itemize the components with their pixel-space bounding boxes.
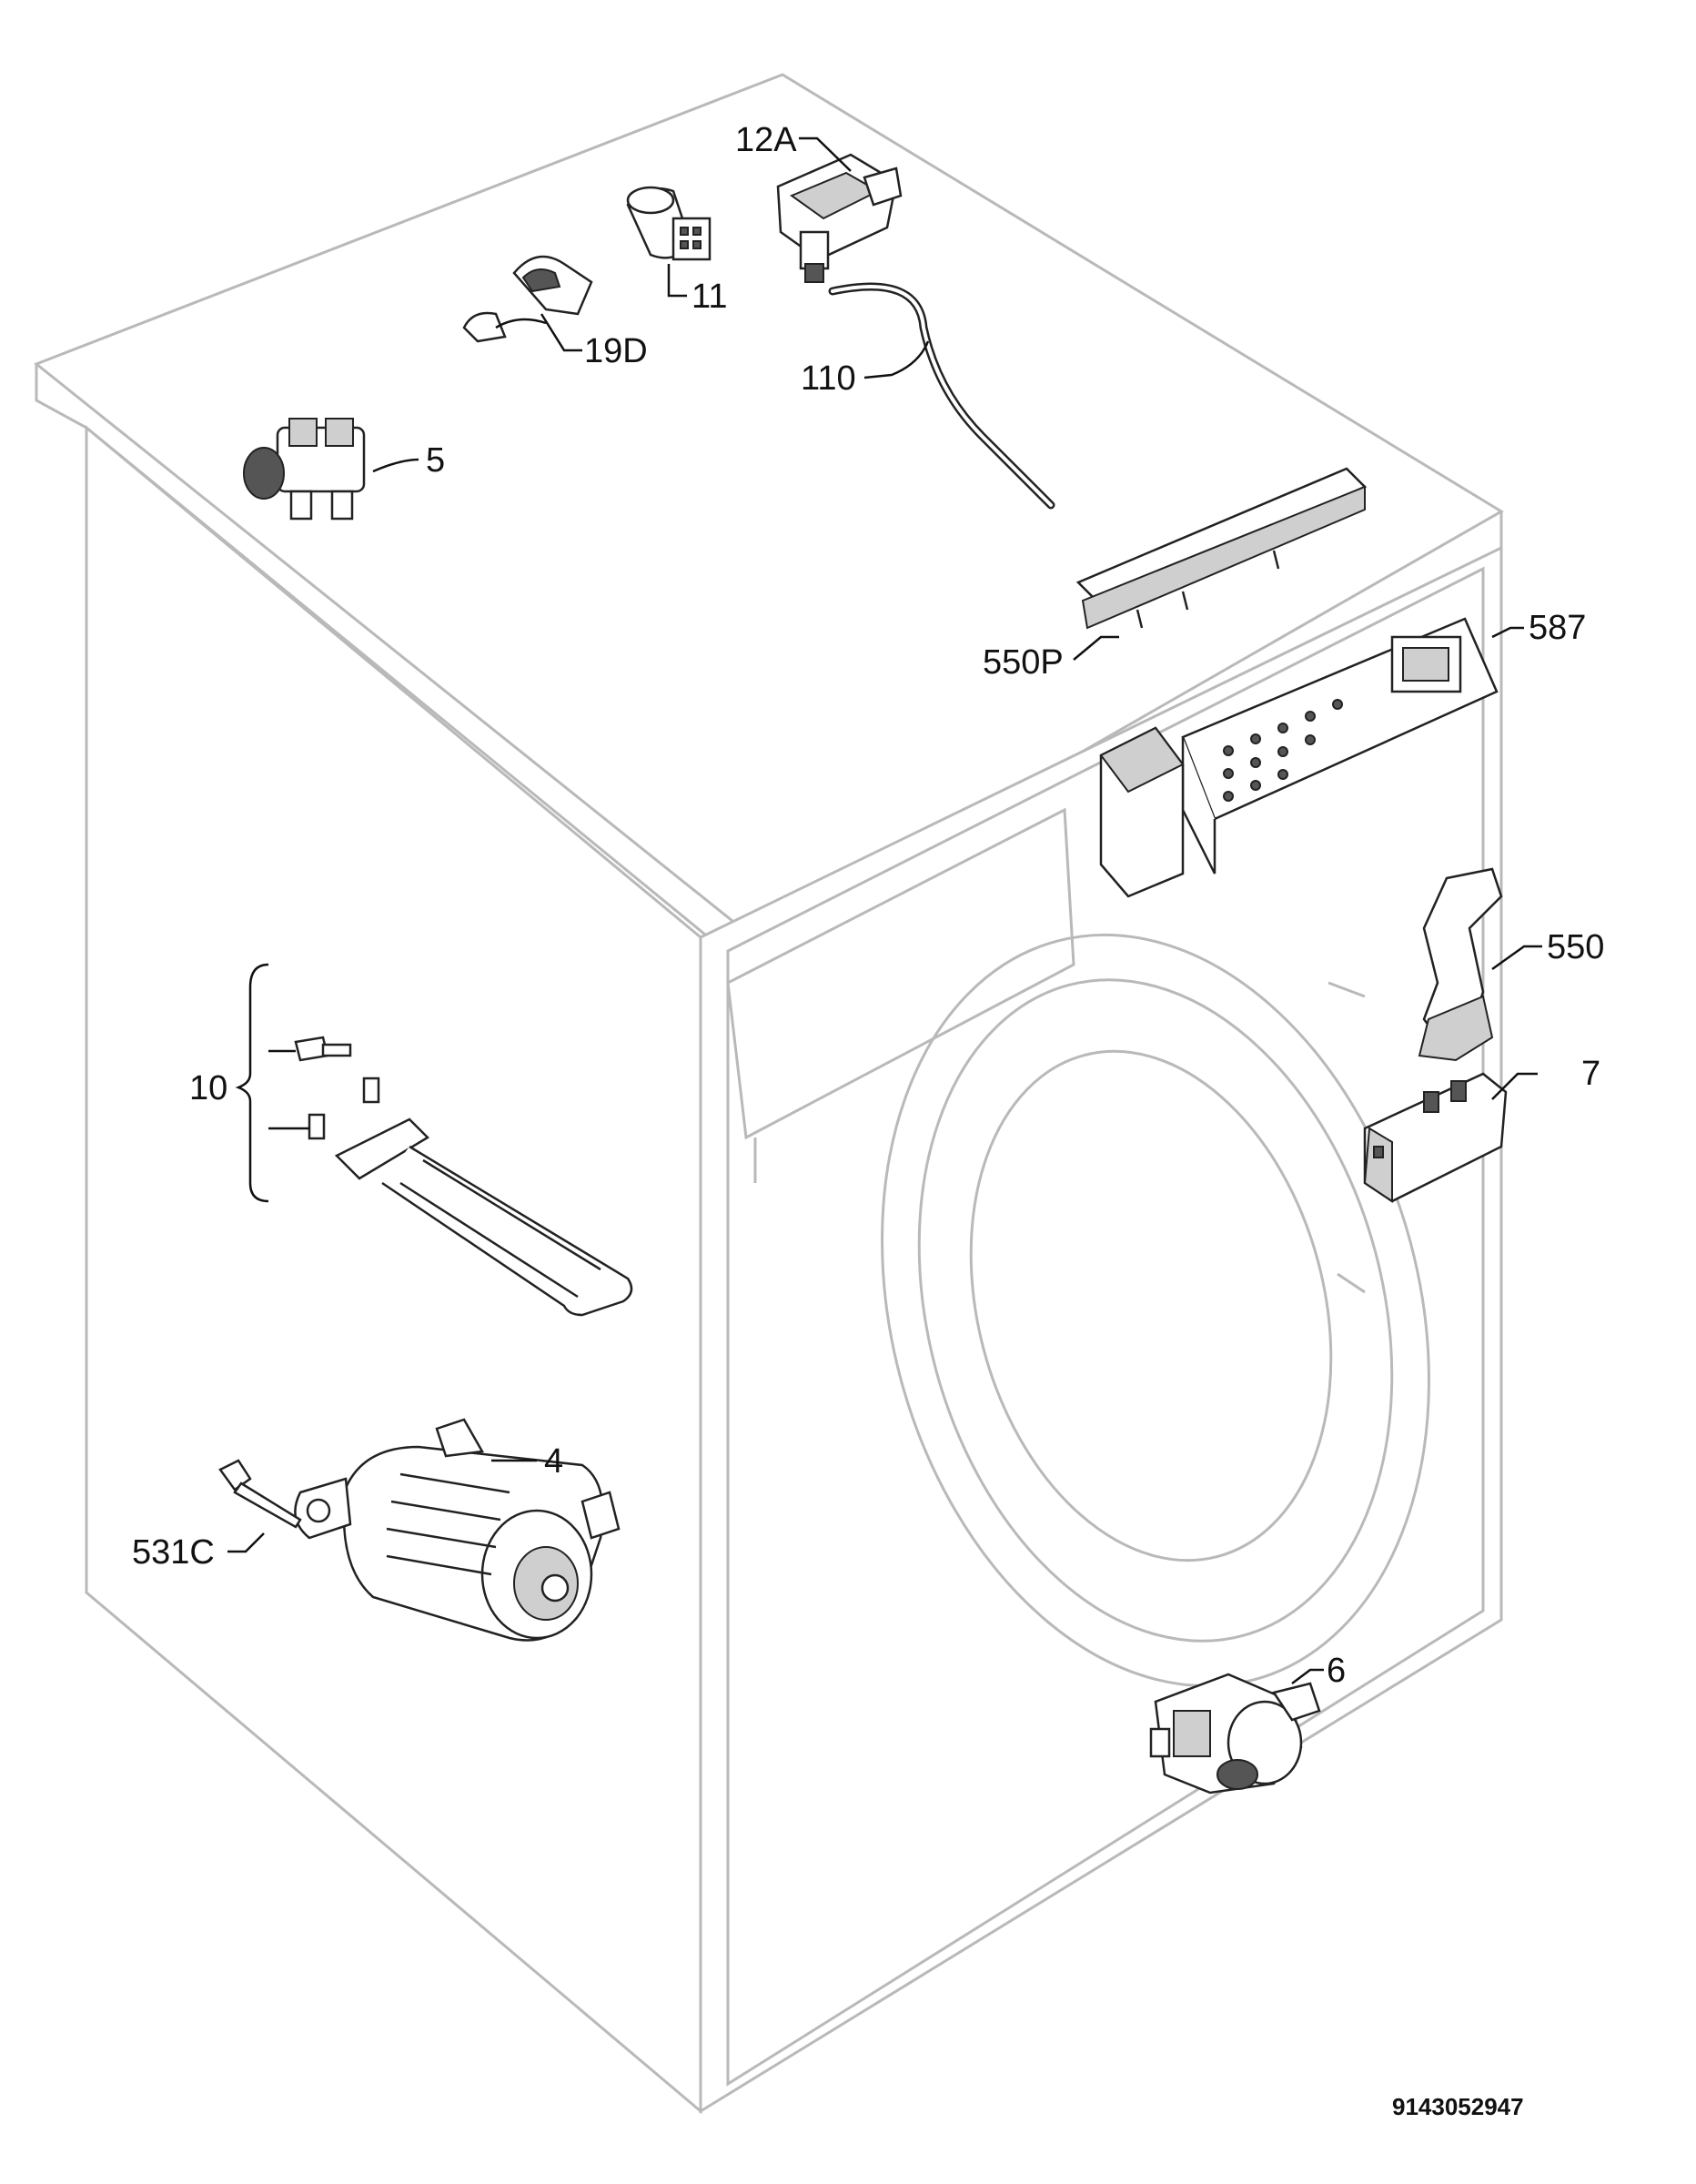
washing-machine-cabinet	[34, 73, 1504, 2115]
label-12a: 12A	[735, 121, 797, 159]
label-550: 550	[1547, 928, 1604, 966]
door-glass	[969, 1049, 1333, 1562]
button-panel-550p	[1075, 467, 1368, 630]
screw-531c	[218, 1459, 302, 1529]
heating-element-10	[294, 1036, 633, 1317]
inlet-valve-5	[243, 418, 366, 521]
door-lock-7	[1363, 1072, 1508, 1203]
label-6: 6	[1327, 1652, 1346, 1690]
label-19d: 19D	[584, 332, 648, 370]
label-7: 7	[1581, 1055, 1600, 1093]
label-11: 11	[692, 278, 727, 316]
wire-clip-19d	[462, 255, 593, 343]
door-handle-550	[1418, 867, 1503, 1062]
label-5: 5	[426, 441, 445, 480]
leader-lines	[227, 136, 1542, 1684]
door-outer-ring	[881, 933, 1430, 1688]
pressure-hose-110	[828, 282, 1055, 510]
control-board-587	[1099, 617, 1499, 898]
label-110: 110	[801, 359, 856, 398]
label-4: 4	[544, 1442, 563, 1481]
suppressor-filter-11	[626, 186, 712, 261]
pressure-switch-12a	[776, 153, 903, 283]
drain-pump-6	[1149, 1673, 1321, 1795]
cabinet-front	[699, 545, 1503, 2114]
drawing-number: 9143052947	[1392, 2093, 1524, 2120]
label-531c: 531C	[132, 1533, 215, 1572]
label-587: 587	[1529, 609, 1586, 647]
pump-motor-4	[294, 1418, 621, 1642]
label-10: 10	[189, 1069, 227, 1107]
label-550p: 550P	[983, 643, 1064, 682]
callout-labels: 12A 11 19D 110 5 550P 587 550 7 10 4 531…	[132, 121, 1604, 1690]
